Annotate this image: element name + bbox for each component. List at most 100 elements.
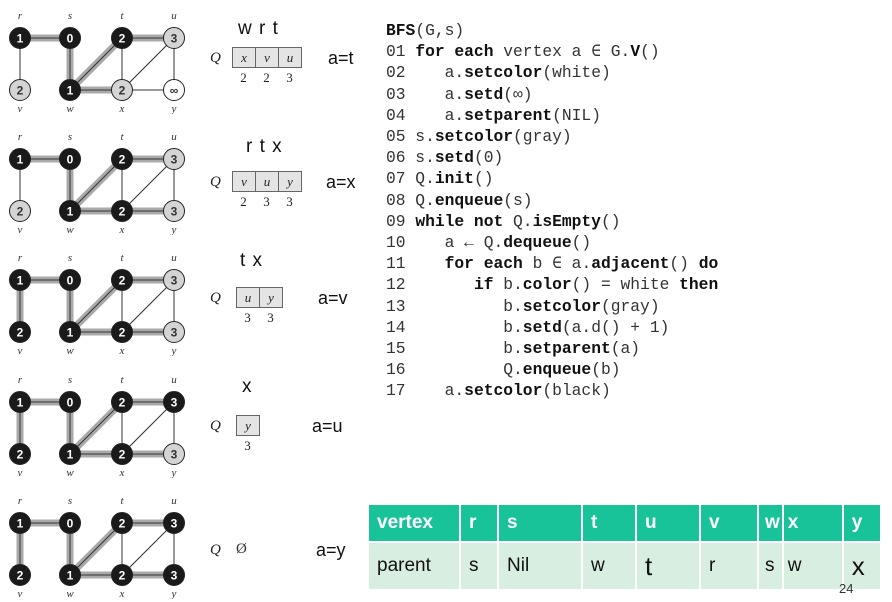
vertex-s-node bbox=[59, 269, 81, 291]
vertex-t-name: t bbox=[120, 252, 124, 264]
table-header-cell: vertex bbox=[367, 503, 461, 543]
vertex-w-node bbox=[59, 443, 81, 465]
vertex-t-distance: 2 bbox=[119, 153, 126, 167]
vertex-x-distance: 2 bbox=[119, 84, 126, 98]
code-text: (0) bbox=[473, 148, 504, 168]
vertex-s-name: s bbox=[68, 374, 72, 386]
vertex-y-name: y bbox=[171, 103, 177, 114]
queue-distance: 3 bbox=[263, 194, 270, 209]
code-text: 09 bbox=[386, 211, 416, 231]
code-text: (white) bbox=[542, 63, 611, 83]
queue-header: x bbox=[242, 376, 253, 397]
graph-edge bbox=[69, 279, 123, 333]
code-keyword: adjacent bbox=[591, 254, 670, 274]
vertex-v-distance: 2 bbox=[17, 326, 24, 340]
vertex-s-name: s bbox=[68, 10, 72, 22]
code-line: 10 a ← Q.dequeue() bbox=[386, 232, 718, 253]
code-keyword: while not bbox=[415, 211, 504, 231]
code-line: 01 for each vertex a ∈ G.V() bbox=[386, 41, 718, 62]
code-text: () bbox=[600, 211, 621, 231]
code-line: 05 s.setcolor(gray) bbox=[386, 126, 718, 147]
vertex-x-distance: 2 bbox=[119, 205, 126, 219]
queue-cells: u y bbox=[236, 287, 283, 308]
vertex-r-node bbox=[9, 391, 31, 413]
code-keyword: if bbox=[473, 275, 494, 295]
vertex-w-name: w bbox=[66, 224, 74, 235]
code-line: 04 a.setparent(NIL) bbox=[386, 105, 718, 126]
current-vertex-label: a=u bbox=[312, 416, 343, 436]
code-keyword: for each bbox=[444, 254, 523, 274]
vertex-t-node bbox=[111, 391, 133, 413]
vertex-u-distance: 3 bbox=[171, 274, 178, 288]
vertex-r-name: r bbox=[18, 131, 23, 143]
table-cell: w bbox=[581, 541, 637, 591]
vertex-r-node bbox=[9, 27, 31, 49]
graph-edge bbox=[69, 158, 123, 212]
vertex-r-distance: 1 bbox=[17, 517, 24, 531]
vertex-v-node bbox=[9, 443, 31, 465]
code-text: vertex a ∈ G. bbox=[493, 42, 631, 62]
vertex-r-name: r bbox=[18, 374, 23, 386]
vertex-r-name: r bbox=[18, 495, 23, 507]
code-text: b ∈ a. bbox=[522, 254, 592, 274]
vertex-w-node bbox=[59, 200, 81, 222]
vertex-x-name: x bbox=[119, 103, 125, 114]
queue-distance: 3 bbox=[244, 438, 251, 453]
vertex-t-node bbox=[111, 148, 133, 170]
vertex-t-node bbox=[111, 512, 133, 534]
vertex-w-name: w bbox=[66, 345, 74, 356]
code-keyword: dequeue bbox=[503, 233, 572, 253]
code-keyword: enqueue bbox=[522, 360, 592, 380]
code-text: 16 Q. bbox=[386, 360, 523, 380]
vertex-w-distance: 1 bbox=[67, 448, 74, 462]
vertex-w-node bbox=[59, 321, 81, 343]
code-text: 01 bbox=[386, 42, 416, 62]
queue-distances: 2 2 3 bbox=[232, 70, 301, 86]
code-text: (gray) bbox=[513, 127, 572, 147]
code-keyword: enqueue bbox=[434, 190, 504, 210]
code-line: 12 if b.color() = white then bbox=[386, 274, 718, 295]
vertex-r-distance: 1 bbox=[17, 32, 24, 46]
vertex-t-distance: 2 bbox=[119, 32, 126, 46]
vertex-w-node bbox=[59, 79, 81, 101]
queue-cells: v u y bbox=[232, 171, 302, 192]
code-text: 12 bbox=[386, 275, 474, 295]
vertex-y-distance: 3 bbox=[171, 448, 178, 462]
vertex-y-name: y bbox=[171, 345, 177, 356]
vertex-t-name: t bbox=[120, 374, 124, 386]
vertex-s-node bbox=[59, 391, 81, 413]
vertex-x-name: x bbox=[119, 345, 125, 356]
code-line: 08 Q.enqueue(s) bbox=[386, 190, 718, 211]
queue-distance: 3 bbox=[267, 310, 274, 325]
code-text: (gray) bbox=[600, 296, 660, 316]
vertex-s-distance: 0 bbox=[67, 517, 74, 531]
current-vertex-label: a=v bbox=[318, 288, 348, 308]
vertex-t-distance: 2 bbox=[119, 396, 126, 410]
queue-label: Q bbox=[210, 542, 221, 558]
code-keyword: setcolor bbox=[522, 296, 601, 316]
queue-cell: x bbox=[233, 48, 256, 67]
graph-edge bbox=[121, 158, 175, 212]
queue-cell: y bbox=[268, 290, 274, 305]
bfs-pseudocode: BFS(G,s)01 for each vertex a ∈ G.V()02 a… bbox=[386, 20, 718, 402]
table-header-cell: r bbox=[459, 503, 499, 543]
queue-distance: 2 bbox=[263, 70, 270, 85]
code-keyword: setd bbox=[434, 148, 474, 168]
vertex-u-node bbox=[163, 148, 185, 170]
vertex-u-name: u bbox=[171, 131, 177, 143]
code-text: 02 a. bbox=[386, 63, 465, 83]
queue-distances: 2 3 3 bbox=[232, 194, 301, 210]
vertex-x-name: x bbox=[119, 588, 125, 599]
queue-distance: 3 bbox=[286, 70, 293, 85]
table-cell: x bbox=[841, 541, 882, 591]
code-text: () bbox=[640, 42, 660, 62]
vertex-w-distance: 1 bbox=[67, 569, 74, 583]
table-cell: s bbox=[757, 541, 784, 591]
code-text: (a.d() + 1) bbox=[561, 317, 670, 337]
vertex-v-name: v bbox=[18, 345, 23, 356]
code-line: 07 Q.init() bbox=[386, 168, 718, 189]
vertex-v-distance: 2 bbox=[17, 569, 24, 583]
